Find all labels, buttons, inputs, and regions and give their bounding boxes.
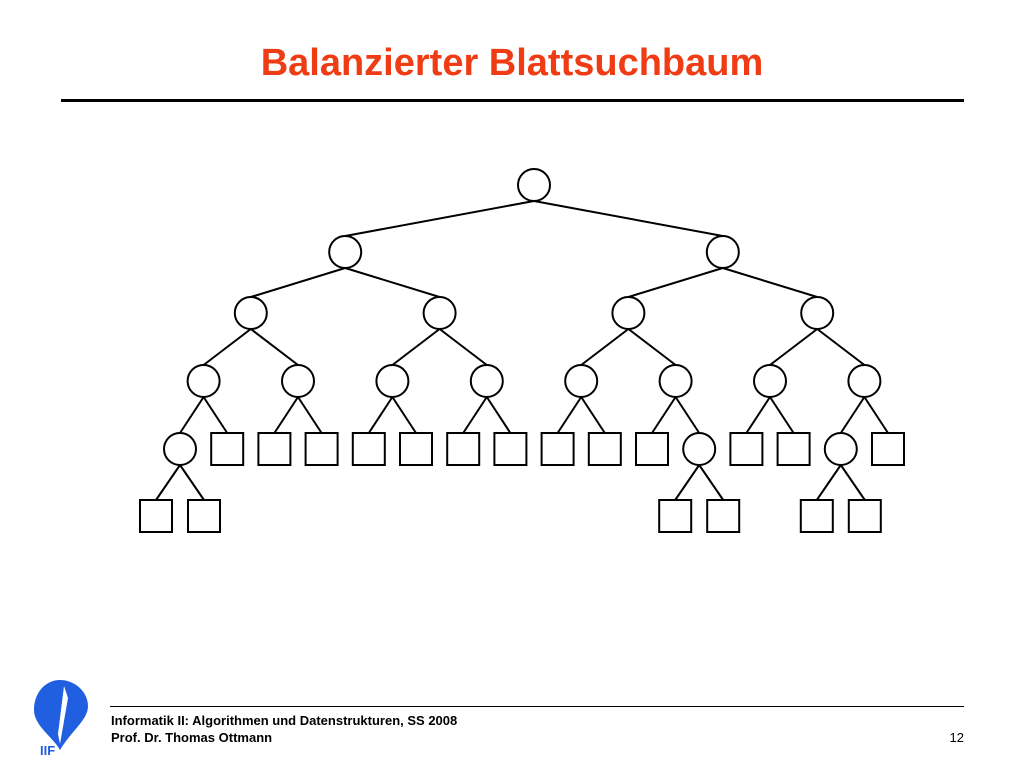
inner-node-circle (186, 364, 221, 398)
tree-edge (250, 328, 299, 366)
tree-edge (273, 396, 299, 434)
tree-edge (462, 396, 488, 434)
leaf-node-square (658, 499, 693, 533)
tree-edge (628, 267, 724, 298)
tree-edge (745, 396, 771, 434)
tree-edge (839, 464, 866, 501)
inner-node-circle (800, 296, 835, 330)
leaf-node-square (493, 432, 528, 466)
tree-edge (438, 328, 488, 366)
tree-edge (769, 396, 795, 434)
tree-edge (155, 464, 181, 501)
tree-edge (202, 328, 252, 366)
inner-node-circle (233, 296, 268, 330)
inner-node-circle (847, 364, 882, 398)
logo-text: IIF (40, 743, 55, 758)
tree-edge (344, 267, 440, 298)
inner-node-circle (705, 235, 740, 269)
tree-edge (674, 464, 701, 501)
tree-edge (580, 396, 606, 434)
leaf-node-square (540, 432, 575, 466)
footer-course: Informatik II: Algorithmen und Datenstru… (111, 713, 458, 728)
leaf-node-square (257, 432, 292, 466)
inner-node-circle (753, 364, 787, 398)
leaf-node-square (304, 432, 339, 466)
leaf-node-square (706, 499, 741, 533)
inner-node-circle (422, 296, 457, 330)
tree-edge (391, 396, 417, 434)
leaf-search-tree-diagram (139, 168, 905, 533)
tree-edge (556, 396, 583, 434)
tree-edge (627, 328, 677, 366)
tree-edge (297, 396, 323, 434)
leaf-node-square (871, 432, 905, 466)
tree-edge (769, 328, 818, 366)
leaf-node-square (446, 432, 481, 466)
inner-node-circle (517, 168, 551, 202)
tree-edge (367, 396, 394, 434)
tree-edge (250, 267, 346, 298)
tree-edge (674, 396, 701, 434)
inner-node-circle (682, 432, 717, 466)
tree-edge (816, 328, 866, 366)
tree-edge (651, 396, 677, 434)
leaf-node-square (399, 432, 433, 466)
footer-divider (110, 706, 964, 707)
footer-author: Prof. Dr. Thomas Ottmann (111, 730, 273, 745)
tree-edge (698, 464, 725, 501)
iif-logo-icon: IIF (34, 680, 88, 758)
tree-edge (815, 464, 842, 501)
inner-node-circle (281, 364, 315, 398)
leaf-node-square (187, 499, 221, 533)
tree-edge (485, 396, 512, 434)
inner-node-circle (163, 432, 197, 466)
title-divider (61, 99, 964, 102)
leaf-node-square (351, 432, 386, 466)
leaf-node-square (729, 432, 764, 466)
slide-title: Balanzierter Blattsuchbaum (260, 42, 764, 84)
tree-edge (580, 328, 630, 366)
tree-edge (391, 328, 441, 366)
page-number: 12 (949, 730, 964, 745)
leaf-node-square (799, 499, 834, 533)
tree-edge (202, 396, 229, 434)
leaf-node-square (847, 499, 882, 533)
inner-node-circle (375, 364, 410, 398)
tree-edge (345, 200, 535, 237)
inner-node-circle (611, 296, 646, 330)
tree-edge (179, 464, 205, 501)
tree-edge (722, 267, 818, 298)
tree-edge (863, 396, 889, 434)
leaf-node-square (139, 499, 173, 533)
leaf-node-square (635, 432, 669, 466)
leaf-node-square (587, 432, 622, 466)
inner-node-circle (658, 364, 693, 398)
leaf-node-square (776, 432, 811, 466)
tree-edge (179, 396, 205, 434)
inner-node-circle (564, 364, 599, 398)
inner-node-circle (823, 432, 858, 466)
inner-node-circle (328, 235, 363, 269)
inner-node-circle (469, 364, 504, 398)
tree-edge (533, 200, 723, 237)
leaf-node-square (210, 432, 245, 466)
tree-edge (839, 396, 866, 434)
